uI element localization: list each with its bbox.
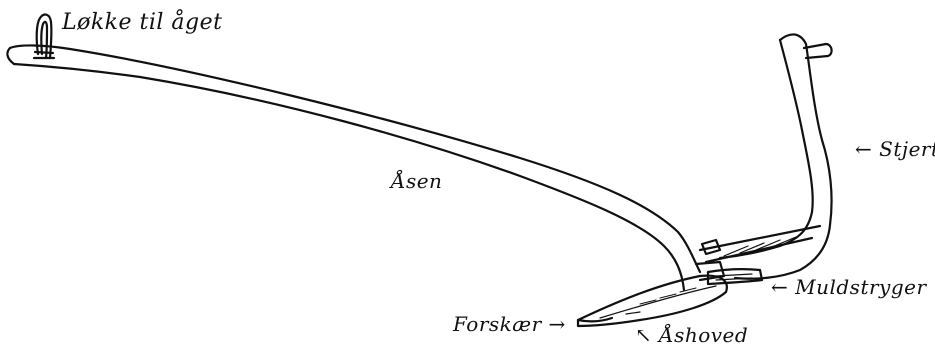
beam-upper-edge xyxy=(10,45,700,272)
label-loop: Løkke til åget xyxy=(62,12,223,34)
label-forskaer: Forskær → xyxy=(453,313,566,335)
label-forskaer-arrow: → xyxy=(549,312,566,336)
beam-tip xyxy=(7,48,14,64)
handle-crossbar-lower xyxy=(706,238,812,262)
label-mouldboard-arrow: ← xyxy=(771,275,788,299)
label-mouldboard: ← Muldstryger xyxy=(771,276,927,298)
share-mark xyxy=(626,312,640,314)
label-head-text: Åshoved xyxy=(659,323,748,347)
label-handles-text: Stjerter xyxy=(879,137,935,161)
label-forskaer-text: Forskær xyxy=(453,312,542,336)
label-handles: ← Stjerter xyxy=(855,138,935,160)
beam-lower-edge xyxy=(14,64,684,290)
label-beam: Åsen xyxy=(391,170,442,192)
label-mouldboard-text: Muldstryger xyxy=(795,275,926,299)
yoke-loop-icon xyxy=(34,15,54,58)
handle-inner-edge xyxy=(720,40,813,258)
label-head: ↖ Åshoved xyxy=(635,324,748,346)
label-head-arrow: ↖ xyxy=(635,323,652,347)
label-handles-arrow: ← xyxy=(855,137,872,161)
handle-hatching xyxy=(724,237,796,256)
